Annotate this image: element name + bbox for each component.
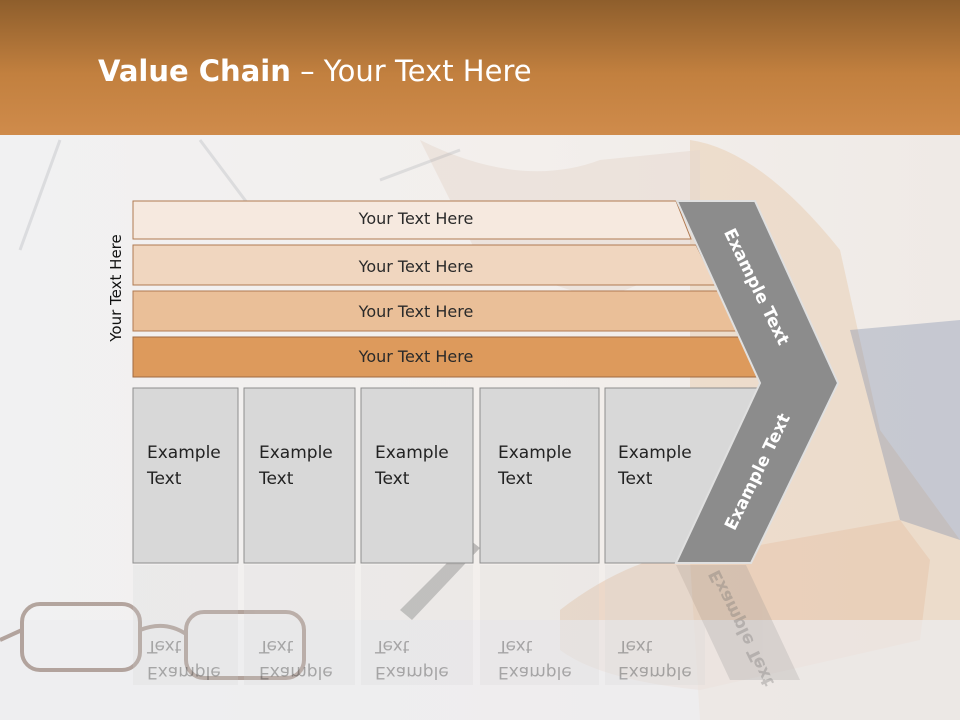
title-rest: – Your Text Here [290,54,532,88]
box-1 [132,387,239,564]
header-band [0,0,960,135]
box-3 [360,387,474,564]
box-2 [243,387,356,564]
box-label-4-line1: Example [498,443,572,463]
bar-1 [132,200,692,240]
bar-label-4: Your Text Here [358,347,474,366]
box-4 [479,387,600,564]
chevron-shape [674,200,840,564]
box-label-5-line1: Example [618,443,692,463]
box-label-1-line1: Example [147,443,221,463]
box-label-3-line1: Example [375,443,449,463]
bar-label-2: Your Text Here [358,257,474,276]
box-label-4-line2: Text [498,469,533,489]
box-label-1-line2: Text [147,469,182,489]
bar-label-1: Your Text Here [358,209,474,228]
box-label-2-line1: Example [259,443,333,463]
title-bold: Value Chain [98,54,291,88]
box-label-5-line2: Text [618,469,653,489]
bar-label-3: Your Text Here [358,302,474,321]
slide-title: Value Chain – Your Text Here [98,54,532,88]
box-label-2-line2: Text [259,469,294,489]
box-label-3-line2: Text [375,469,410,489]
